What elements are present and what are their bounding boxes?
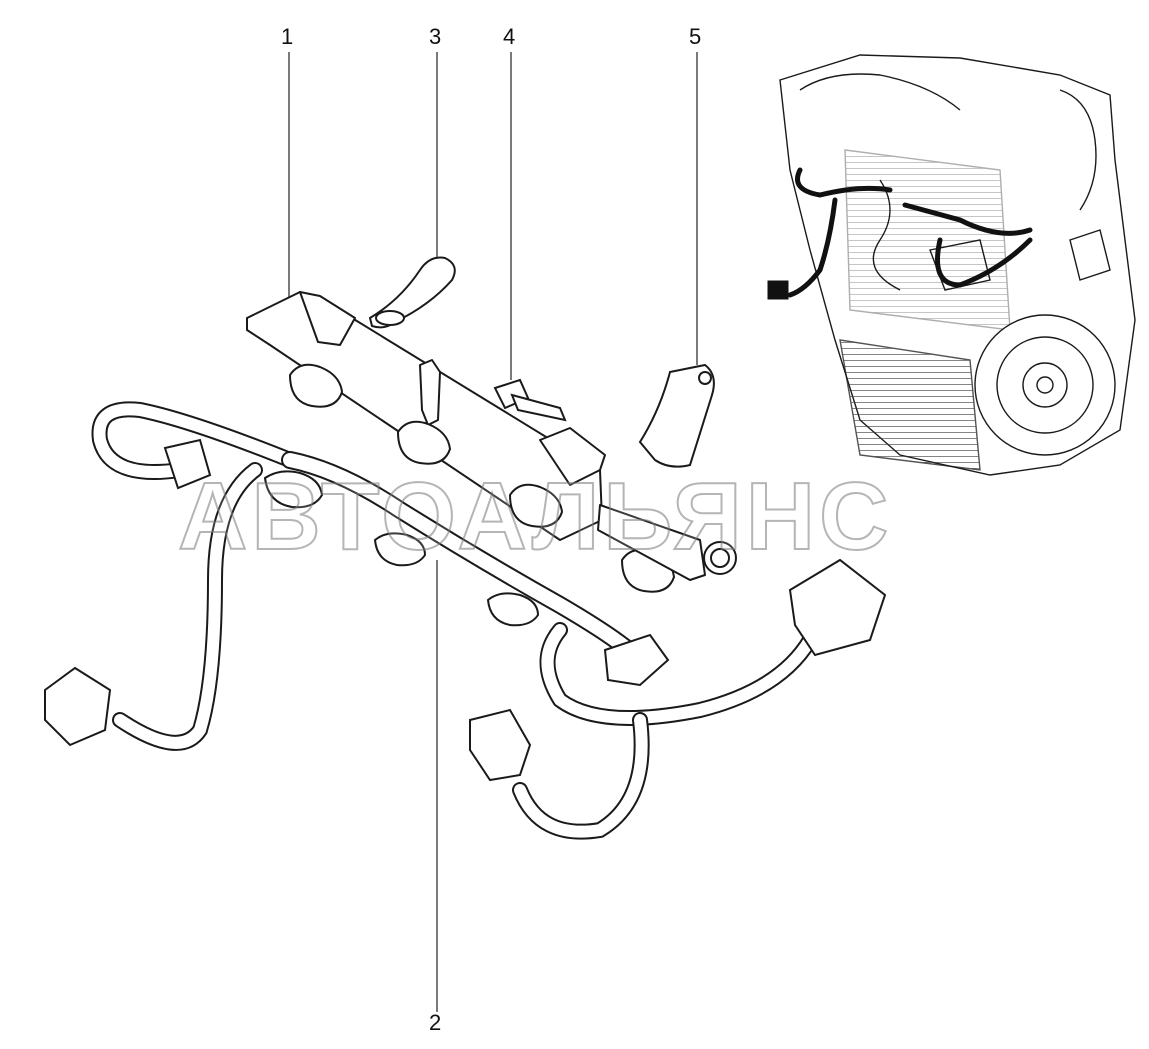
callout-label-2: 2: [429, 1010, 442, 1035]
callout-label-4: 4: [503, 24, 516, 49]
hose-clip: [638, 363, 715, 468]
watermark-text: АВТОАЛЬЯНС: [177, 462, 893, 571]
bolt: [493, 378, 567, 422]
callout-label-5: 5: [689, 24, 702, 49]
harness-connectors: [44, 438, 887, 782]
cable-clip: [368, 256, 456, 329]
callout-label-1: 1: [281, 24, 294, 49]
fuel-rail: [246, 291, 737, 593]
wiring-harness: [91, 401, 818, 840]
callout-label-3: 3: [429, 24, 442, 49]
engine-overview-illustration: [779, 54, 1136, 476]
engine-harness-highlight: [767, 167, 1033, 300]
